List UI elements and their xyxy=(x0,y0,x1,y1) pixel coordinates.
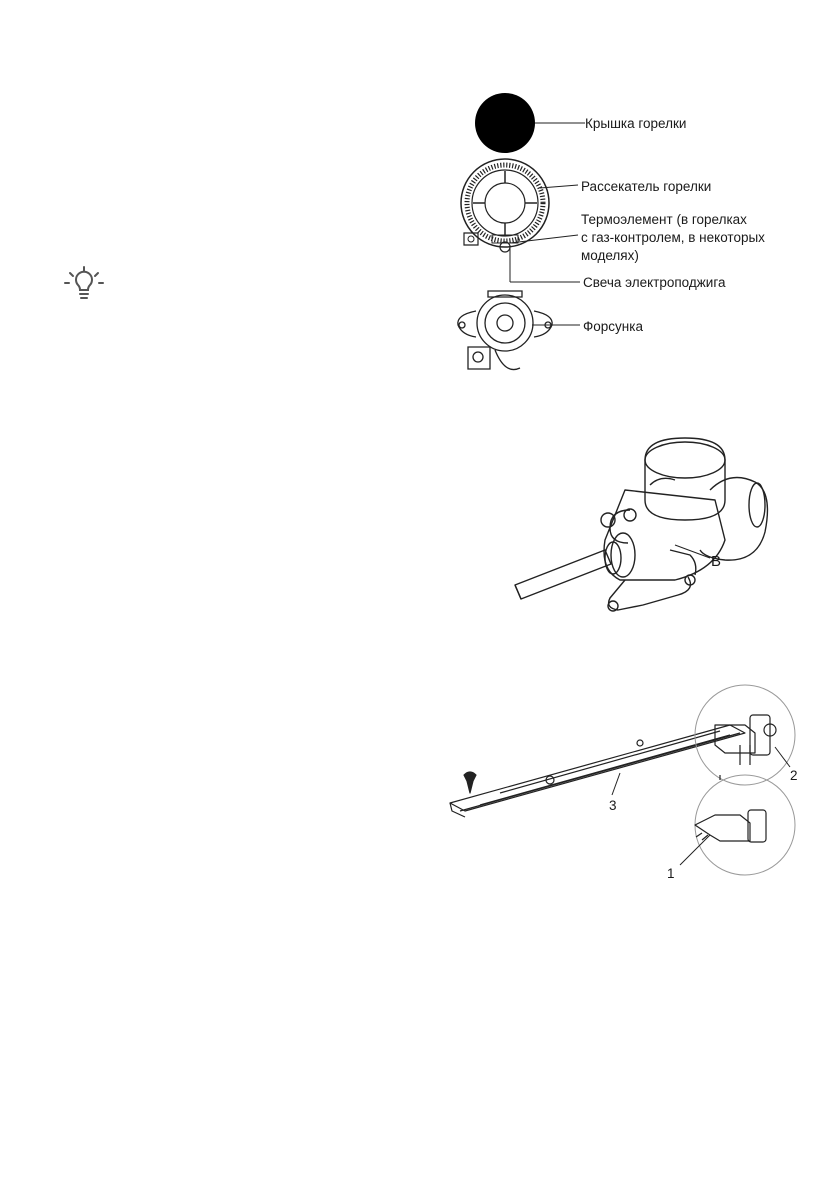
label-burner-spreader: Рассекатель горелки xyxy=(581,179,712,194)
burner-spreader-shape xyxy=(460,158,550,253)
burner-body-shape xyxy=(457,290,553,371)
label-spark-plug: Свеча электроподжига xyxy=(583,275,726,290)
label-thermoelement-line2: с газ-контролем, в некоторых xyxy=(581,230,765,245)
burner-cap-shape xyxy=(475,93,535,153)
ignition-rail-diagram xyxy=(449,684,796,876)
label-thermoelement-line3: моделях) xyxy=(581,248,639,263)
callout-1: 1 xyxy=(667,866,675,881)
burner-exploded-diagram xyxy=(457,93,585,371)
gas-valve-diagram xyxy=(514,437,769,612)
label-injector: Форсунка xyxy=(583,319,643,334)
label-burner-cap: Крышка горелки xyxy=(585,116,687,131)
callout-3: 3 xyxy=(609,798,617,813)
callout-2: 2 xyxy=(790,768,798,783)
label-thermoelement-line1: Термоэлемент (в горелках xyxy=(581,212,747,227)
lightbulb-icon xyxy=(64,266,104,299)
label-b: B xyxy=(711,553,722,570)
